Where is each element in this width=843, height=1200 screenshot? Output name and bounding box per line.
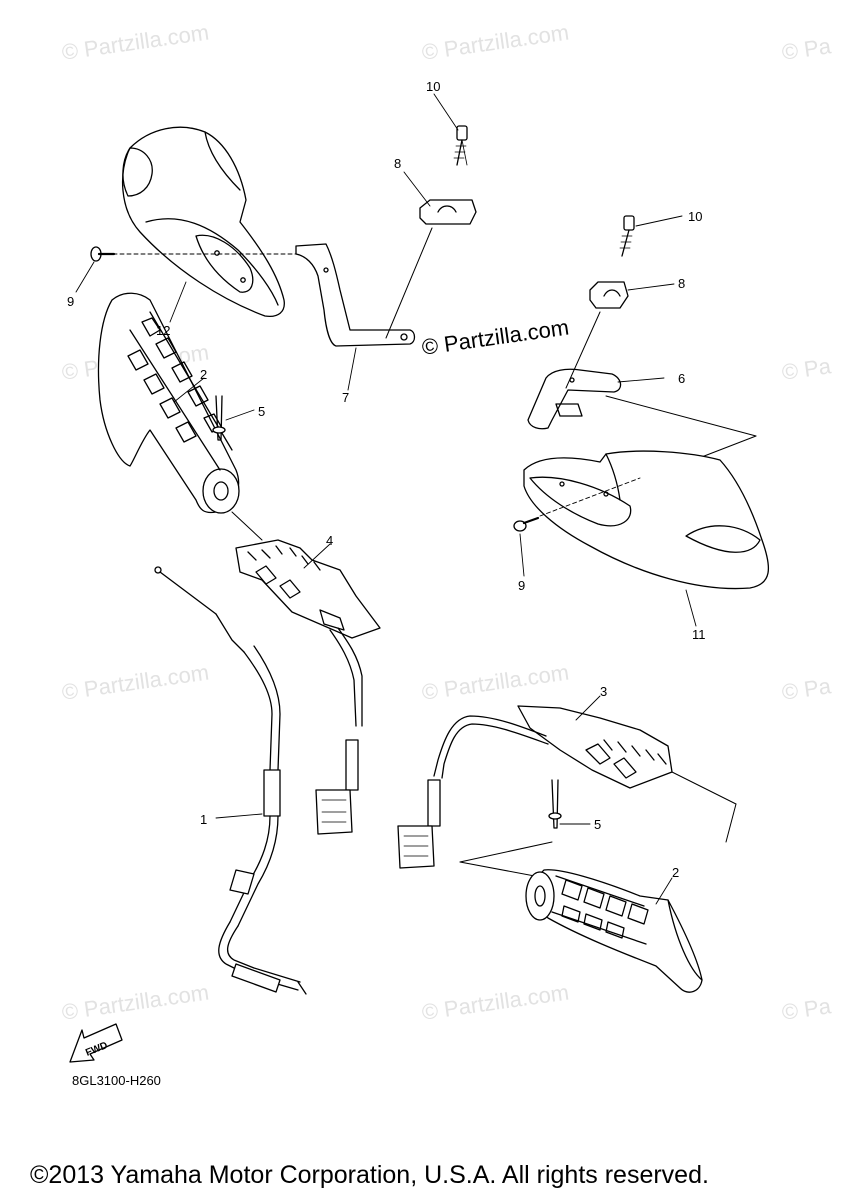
- hand-guard-left: [121, 126, 285, 318]
- callout-2: 2: [672, 865, 680, 880]
- leader-line: [565, 311, 601, 389]
- leader-line: [605, 395, 757, 437]
- grip-right: [525, 869, 703, 993]
- diagram-code: 8GL3100-H260: [72, 1073, 161, 1088]
- hand-guard-right: [523, 450, 770, 590]
- throttle-cable: [154, 566, 307, 995]
- leader-line: [671, 771, 737, 805]
- leader-dashed: [539, 477, 641, 517]
- leader-line: [725, 803, 737, 843]
- heater-element-left: [235, 539, 381, 639]
- forward-arrow-icon: [69, 1023, 123, 1063]
- callout-3: 3: [600, 684, 608, 699]
- callout-10: 10: [426, 79, 441, 94]
- bracket-7: [295, 243, 416, 347]
- callout-1: 1: [200, 812, 208, 827]
- callout-5: 5: [258, 404, 266, 419]
- clamp-8-right: [589, 281, 629, 309]
- heater-wire-right: [397, 715, 549, 869]
- callout-6: 6: [678, 371, 686, 386]
- heater-element-right: [517, 705, 673, 789]
- leader-line: [231, 511, 263, 541]
- leader-line: [385, 227, 433, 339]
- callout-9: 9: [518, 578, 526, 593]
- callout-12: 12: [156, 323, 171, 338]
- rivet-5-right: [548, 779, 562, 829]
- clamp-8-upper: [419, 199, 477, 225]
- bolt-10-right: [619, 215, 635, 257]
- callout-7: 7: [342, 390, 350, 405]
- callout-2: 2: [200, 367, 208, 382]
- callout-11: 11: [692, 627, 706, 642]
- callout-10: 10: [688, 209, 703, 224]
- bracket-6: [527, 368, 622, 430]
- grip-left: [97, 292, 240, 514]
- copyright-notice: ©2013 Yamaha Motor Corporation, U.S.A. A…: [30, 1161, 709, 1189]
- leader-line: [459, 841, 553, 863]
- callout-5: 5: [594, 817, 602, 832]
- screw-9-right: [513, 516, 540, 532]
- bolt-10-upper: [453, 125, 468, 166]
- callout-8: 8: [678, 276, 686, 291]
- heater-wire-left: [315, 627, 363, 835]
- callout-8: 8: [394, 156, 402, 171]
- callout-4: 4: [326, 533, 334, 548]
- screw-9-left: [90, 246, 116, 262]
- rivet-5-left: [212, 395, 226, 441]
- callout-9: 9: [67, 294, 75, 309]
